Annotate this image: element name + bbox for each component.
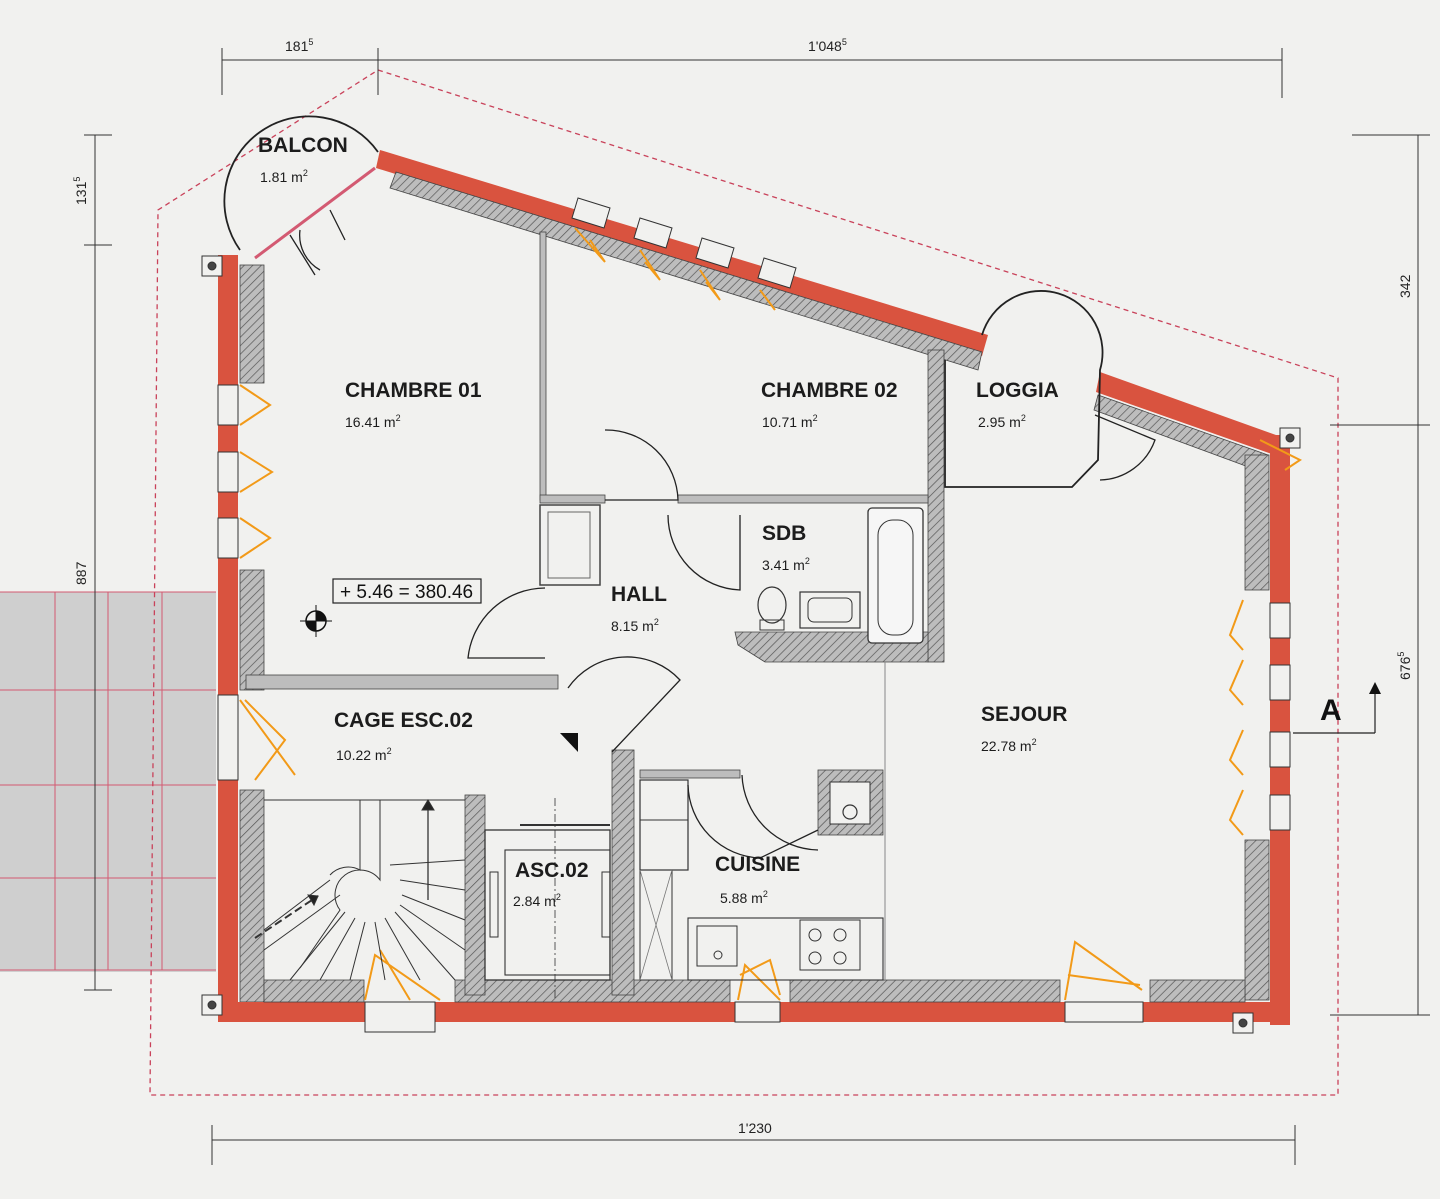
svg-text:10.71 m2: 10.71 m2 <box>762 413 818 430</box>
svg-text:10.22 m2: 10.22 m2 <box>336 746 392 763</box>
svg-text:CHAMBRE 02: CHAMBRE 02 <box>761 379 898 402</box>
svg-text:CUISINE: CUISINE <box>715 853 800 876</box>
elevator-shaft <box>484 798 611 1000</box>
room-label-chambre-01: CHAMBRE 01 16.41 m2 <box>345 379 482 430</box>
svg-text:SDB: SDB <box>762 522 806 545</box>
bathroom-fixtures <box>757 507 924 644</box>
room-label-hall: HALL 8.15 m2 <box>611 583 667 634</box>
svg-text:1.81 m2: 1.81 m2 <box>260 168 308 185</box>
dim-top-left: 1815 <box>285 37 313 54</box>
doors <box>467 429 819 859</box>
svg-text:16.41 m2: 16.41 m2 <box>345 413 401 430</box>
level-marker-box <box>332 578 482 604</box>
room-label-balcon: BALCON 1.81 m2 <box>258 134 348 185</box>
room-label-loggia: LOGGIA 2.95 m2 <box>976 379 1059 430</box>
room-label-chambre-02: CHAMBRE 02 10.71 m2 <box>761 379 898 430</box>
svg-text:5.88 m2: 5.88 m2 <box>720 889 768 906</box>
room-label-sdb: SDB 3.41 m2 <box>762 522 810 573</box>
balcony-outline <box>223 115 379 276</box>
svg-text:ASC.02: ASC.02 <box>515 859 589 882</box>
neighbour-area <box>0 591 216 972</box>
room-label-sejour: SEJOUR 22.78 m2 <box>981 703 1067 754</box>
interior-walls <box>245 231 945 996</box>
dim-left-full: 887 <box>73 561 89 585</box>
section-label: A <box>1320 694 1342 727</box>
svg-text:CAGE ESC.02: CAGE ESC.02 <box>334 709 473 732</box>
svg-text:2.95 m2: 2.95 m2 <box>978 413 1026 430</box>
room-label-cuisine: CUISINE 5.88 m2 <box>715 853 800 906</box>
exterior-walls <box>217 150 1291 1033</box>
windows <box>239 227 1302 1001</box>
svg-text:LOGGIA: LOGGIA <box>976 379 1059 402</box>
dim-right-bottom: 6765 <box>1396 652 1413 680</box>
staircase <box>254 799 466 981</box>
dim-left-top: 1315 <box>72 177 89 205</box>
loggia-outline <box>944 290 1156 488</box>
svg-text:2.84 m2: 2.84 m2 <box>513 892 561 909</box>
svg-text:SEJOUR: SEJOUR <box>981 703 1067 726</box>
room-label-asc: ASC.02 2.84 m2 <box>513 859 589 909</box>
plot-outline <box>149 69 1339 1096</box>
section-marker <box>1293 682 1381 734</box>
svg-text:22.78 m2: 22.78 m2 <box>981 737 1037 754</box>
svg-text:BALCON: BALCON <box>258 134 348 157</box>
dimension-lines <box>84 48 1430 1165</box>
svg-text:CHAMBRE 01: CHAMBRE 01 <box>345 379 482 402</box>
column-markers <box>201 255 1301 1034</box>
room-label-cage-esc: CAGE ESC.02 10.22 m2 <box>334 709 473 763</box>
kitchen-fixtures <box>639 869 884 981</box>
level-marker: + 5.46 = 380.46 <box>340 582 473 603</box>
dim-top-right: 1'0485 <box>808 37 847 54</box>
svg-text:HALL: HALL <box>611 583 667 606</box>
dim-bottom: 1'230 <box>738 1120 772 1136</box>
svg-text:8.15 m2: 8.15 m2 <box>611 617 659 634</box>
svg-text:3.41 m2: 3.41 m2 <box>762 556 810 573</box>
dim-right-top: 342 <box>1397 274 1413 298</box>
level-target-icon <box>300 605 332 637</box>
